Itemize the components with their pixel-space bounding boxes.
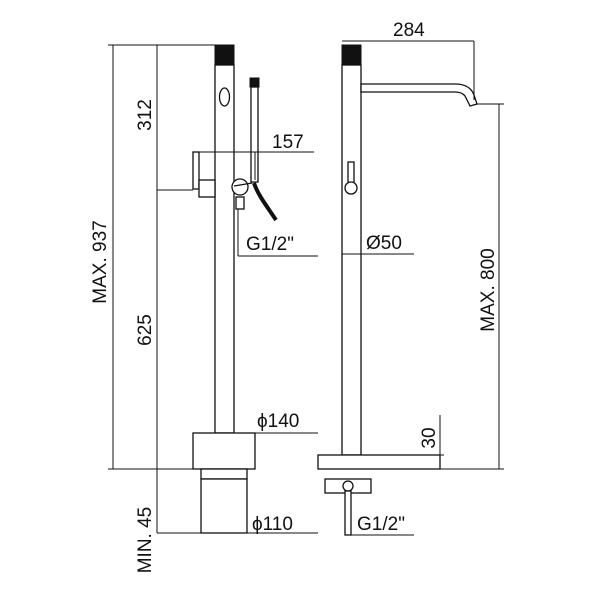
front-floor-pipe: [200, 478, 248, 534]
side-top-cap: [341, 44, 362, 66]
side-inlet-pipe: [344, 490, 352, 536]
lower-height-label: 625: [135, 314, 156, 346]
front-column: [214, 64, 235, 434]
side-inlet-nut: [342, 480, 354, 492]
side-base-plate: [317, 454, 441, 470]
front-column-outlet: [218, 87, 231, 107]
hose-holder: [235, 196, 245, 210]
side-mixer-knob: [344, 181, 358, 195]
inlet-left-label: G1/2": [246, 234, 294, 255]
handshower-offset-label: 157: [272, 132, 304, 153]
side-spout: [360, 83, 478, 107]
upper-height-label: 312: [135, 99, 156, 131]
floor-diameter-label: ϕ110: [252, 514, 293, 535]
handshower-body: [250, 86, 259, 183]
side-view: [317, 44, 478, 536]
front-mixer-knob: [198, 179, 216, 198]
front-mixer-lever: [192, 151, 200, 190]
front-dimensions: [108, 44, 318, 534]
spout-reach-label: 284: [393, 20, 425, 41]
max-total-height-label: MAX. 937: [90, 220, 111, 303]
body-diameter-label: Ø50: [366, 233, 402, 254]
inlet-right-label: G1/2": [357, 514, 405, 535]
handshower-head-cap: [249, 77, 260, 88]
front-top-cap: [214, 44, 235, 66]
handshower-bracket: [233, 182, 253, 187]
front-view: [192, 44, 278, 534]
side-dimensions: [342, 40, 504, 536]
side-column: [341, 64, 362, 456]
front-diverter-knob: [231, 178, 249, 196]
front-base-plate: [192, 432, 256, 470]
max-spout-height-label: MAX. 800: [478, 248, 499, 331]
base-thickness-label: 30: [419, 427, 440, 448]
min-depth-label: MIN. 45: [135, 507, 156, 574]
base-diameter-label: ϕ140: [257, 411, 299, 432]
front-floor-sleeve: [200, 468, 248, 480]
handshower-hose: [252, 182, 278, 222]
